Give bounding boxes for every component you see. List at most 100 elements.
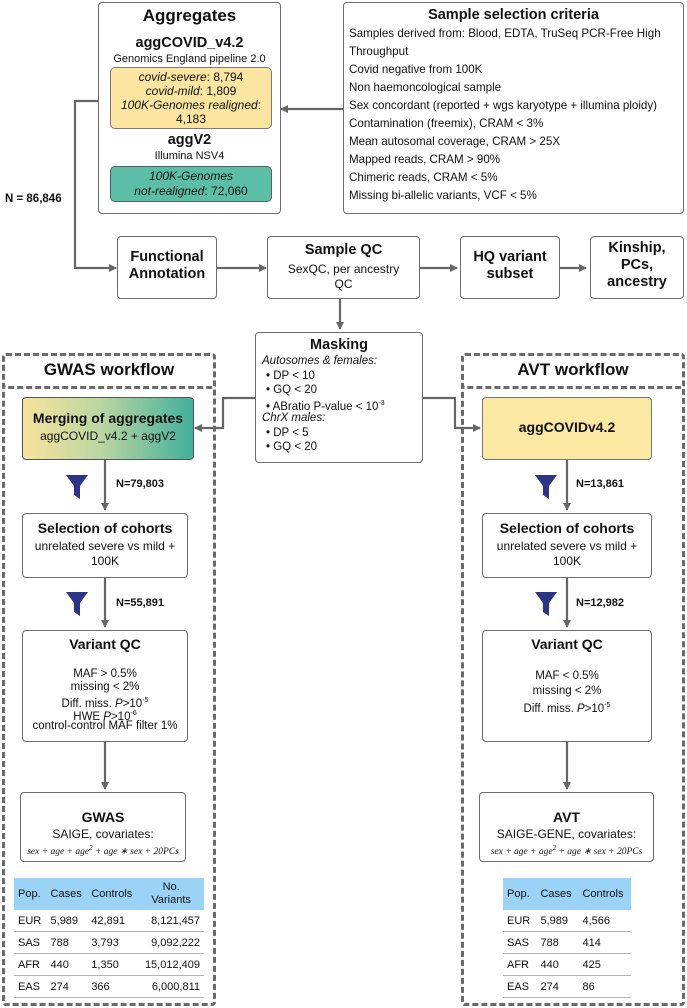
criteria-title: Sample selection criteria	[428, 7, 599, 23]
criteria-item: Mapped reads, CRAM > 90%	[349, 153, 501, 166]
n-total-label: N = 86,846	[5, 193, 62, 205]
masking-auto-dp: • DP < 10	[266, 370, 315, 382]
agg1-counts-box	[110, 67, 272, 129]
avt-agg-title: aggCOVIDv4.2	[518, 419, 616, 435]
agg2-pipeline: Illumina NSV4	[154, 150, 225, 162]
avt-test-box	[479, 792, 654, 862]
avt-agg-box	[482, 397, 652, 460]
kinship-box	[590, 236, 684, 299]
masking-autosomes-label: Autosomes & females:	[262, 355, 378, 367]
aggregates-title: Aggregates	[142, 6, 237, 25]
sample-qc-box	[267, 236, 420, 299]
gwas-test-title: GWAS	[81, 809, 125, 825]
gwas-vqc-title: Variant QC	[69, 636, 141, 652]
avt-variant-qc-box	[482, 630, 652, 742]
gwas-test-box	[20, 792, 186, 862]
hq-variant-box	[460, 236, 560, 299]
gwas-cohort-sub: unrelated severe vs mild +100K	[34, 539, 176, 568]
criteria-item: Throughput	[349, 45, 409, 58]
agg2-counts-box	[110, 166, 272, 202]
realigned-count: 100K-Genomes realigned:	[120, 98, 262, 112]
criteria-item: Samples derived from: Blood, EDTA, TruSe…	[349, 27, 661, 40]
criteria-item: Contamination (freemix), CRAM < 3%	[349, 117, 544, 130]
notrealigned-label: 100K-Genomes	[148, 169, 234, 183]
table-header-cell: Controls	[578, 878, 631, 910]
gwas-vqc-hwe: HWE P>10-6	[73, 710, 137, 723]
filter-funnel-icon	[535, 592, 557, 616]
filter-funnel-icon	[66, 475, 88, 499]
avt-test-title: AVT	[553, 809, 580, 825]
sample-qc-title: Sample QC	[304, 242, 383, 258]
avt-workflow-header	[461, 353, 685, 389]
avt-vqc-title: Variant QC	[531, 636, 603, 652]
agg1-name: aggCOVID_v4.2	[135, 35, 244, 51]
criteria-item: Sex concordant (reported + wgs karyotype…	[349, 99, 658, 112]
merging-title: Merging of aggregates	[32, 410, 184, 426]
avt-vqc-diff: Diff. miss. P>10-5	[523, 702, 611, 715]
masking-box	[255, 332, 423, 463]
gwas-test-sub: SAIGE, covariates:	[52, 827, 154, 841]
avt-n2-label: N=12,982	[576, 597, 625, 609]
gwas-vqc-maf: MAF > 0.5%	[73, 668, 137, 680]
masking-chrx-label: ChrX males:	[262, 412, 326, 424]
realigned-count-value: 4,183	[175, 112, 207, 126]
gwas-vqc-diff: Diff. miss. P>10-5	[61, 697, 149, 710]
gwas-workflow-header	[2, 353, 216, 389]
gwas-cohort-box	[22, 513, 188, 578]
gwas-vqc-missing: missing < 2%	[70, 681, 140, 693]
kinship-label: Kinship,PCs,ancestry	[607, 240, 667, 290]
table-header-cell: Pop.	[503, 878, 537, 910]
table-header-cell: No.Variants	[138, 878, 204, 910]
agg1-pipeline: Genomics England pipeline 2.0	[113, 53, 266, 65]
avt-n1-label: N=13,861	[576, 478, 625, 490]
avt-vqc-maf: MAF < 0.5%	[535, 670, 599, 682]
filter-funnel-icon	[66, 592, 88, 616]
table-header-cell: Controls	[87, 878, 139, 910]
criteria-item: Mean autosomal coverage, CRAM > 25X	[349, 135, 561, 148]
table-header-cell: Pop.	[14, 878, 47, 910]
notrealigned-count: not-realigned: 72,060	[134, 184, 248, 198]
avt-vqc-missing: missing < 2%	[532, 685, 602, 697]
avt-test-sub: SAIGE-GENE, covariates:	[496, 827, 637, 841]
avt-cohort-title: Selection of cohorts	[499, 520, 635, 536]
gwas-cohort-title: Selection of cohorts	[37, 520, 173, 536]
criteria-item: Chimeric reads, CRAM < 5%	[349, 171, 498, 184]
gwas-vqc-cc: control-control MAF filter 1%	[32, 720, 178, 732]
table-header-cell: Cases	[536, 878, 579, 910]
table-header-cell: Cases	[46, 878, 88, 910]
masking-chrx-gq: • GQ < 20	[266, 441, 318, 453]
masking-chrx-dp: • DP < 5	[266, 427, 309, 439]
agg2-name: aggV2	[167, 132, 212, 148]
criteria-box	[343, 2, 684, 214]
criteria-item: Covid negative from 100K	[349, 63, 483, 76]
avt-cohort-sub: unrelated severe vs mild +100K	[496, 539, 638, 568]
gwas-formula: sex + age + age2 + age ∗ sex + 20PCs	[27, 844, 179, 858]
criteria-item: Non haemoncological sample	[349, 81, 502, 94]
avt-workflow-title: AVT workflow	[517, 360, 629, 379]
gwas-n1-label: N=79,803	[116, 478, 165, 490]
gwas-n2-label: N=55,891	[116, 597, 165, 609]
gwas-variant-qc-box	[22, 630, 188, 742]
severe-count: covid-severe: 8,794	[138, 70, 244, 84]
merging-sub: aggCOVID_v4.2 + aggV2	[40, 429, 176, 443]
masking-title: Masking	[309, 337, 368, 353]
masking-auto-ab: • ABratio P-value < 10-3	[266, 400, 385, 413]
merging-box	[22, 397, 194, 460]
gwas-workflow-title: GWAS workflow	[43, 360, 175, 379]
functional-annotation-box	[117, 236, 217, 299]
filter-funnel-icon	[535, 475, 557, 499]
mild-count: covid-mild: 1,809	[145, 84, 237, 98]
